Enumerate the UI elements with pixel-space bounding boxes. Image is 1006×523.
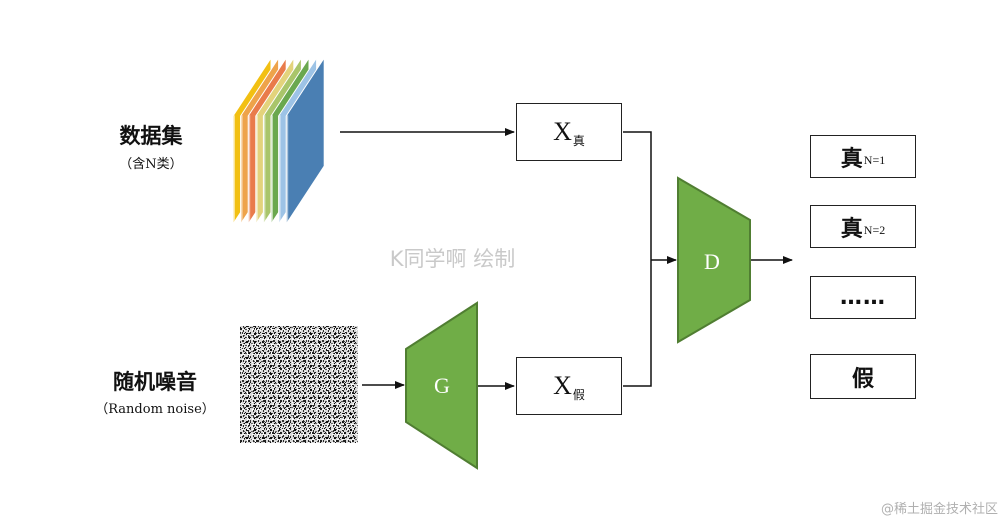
x-fake-subscript: 假 [572,387,585,402]
generator-label: G [434,373,450,398]
dataset-title: 数据集 [119,124,183,148]
dataset-layer-edge [255,115,258,224]
watermark-text: K同学啊 绘制 [389,247,516,271]
output-subscript: N=1 [863,153,886,167]
x-real-label: X [553,117,572,146]
output-label: 假 [851,366,874,392]
output-subscript: N=2 [863,223,886,237]
dataset-stack-icon [232,56,325,226]
x-real-subscript: 真 [572,133,585,148]
footer-credit: @稀土掘金技术社区 [880,502,998,517]
dataset-layer-edge [240,115,243,224]
random-noise-image [240,326,358,443]
output-label: 真 [840,216,863,242]
dataset-layer-edge [263,115,266,224]
output-label: 真 [840,146,863,172]
noise-subtitle: （Random noise） [95,402,215,417]
dataset-layer-edge [278,115,281,224]
discriminator-label: D [704,249,720,274]
output-box-ellipsis: …… [810,276,916,319]
output-box-fake: 假 [810,354,916,399]
dataset-subtitle: （含N类） [119,157,183,172]
output-label: …… [840,285,886,310]
xreal-to-merge-line [623,131,652,387]
noise-title: 随机噪音 [113,370,197,394]
discriminator-block: D [677,176,751,344]
dataset-layer-edge [248,115,251,224]
dataset-layer-edge [286,115,289,224]
dataset-layer-edge [271,115,273,224]
connectors [340,128,793,390]
x-fake-label: X [553,371,572,400]
generator-block: G [405,301,478,470]
dataset-layer-edge [233,115,235,224]
